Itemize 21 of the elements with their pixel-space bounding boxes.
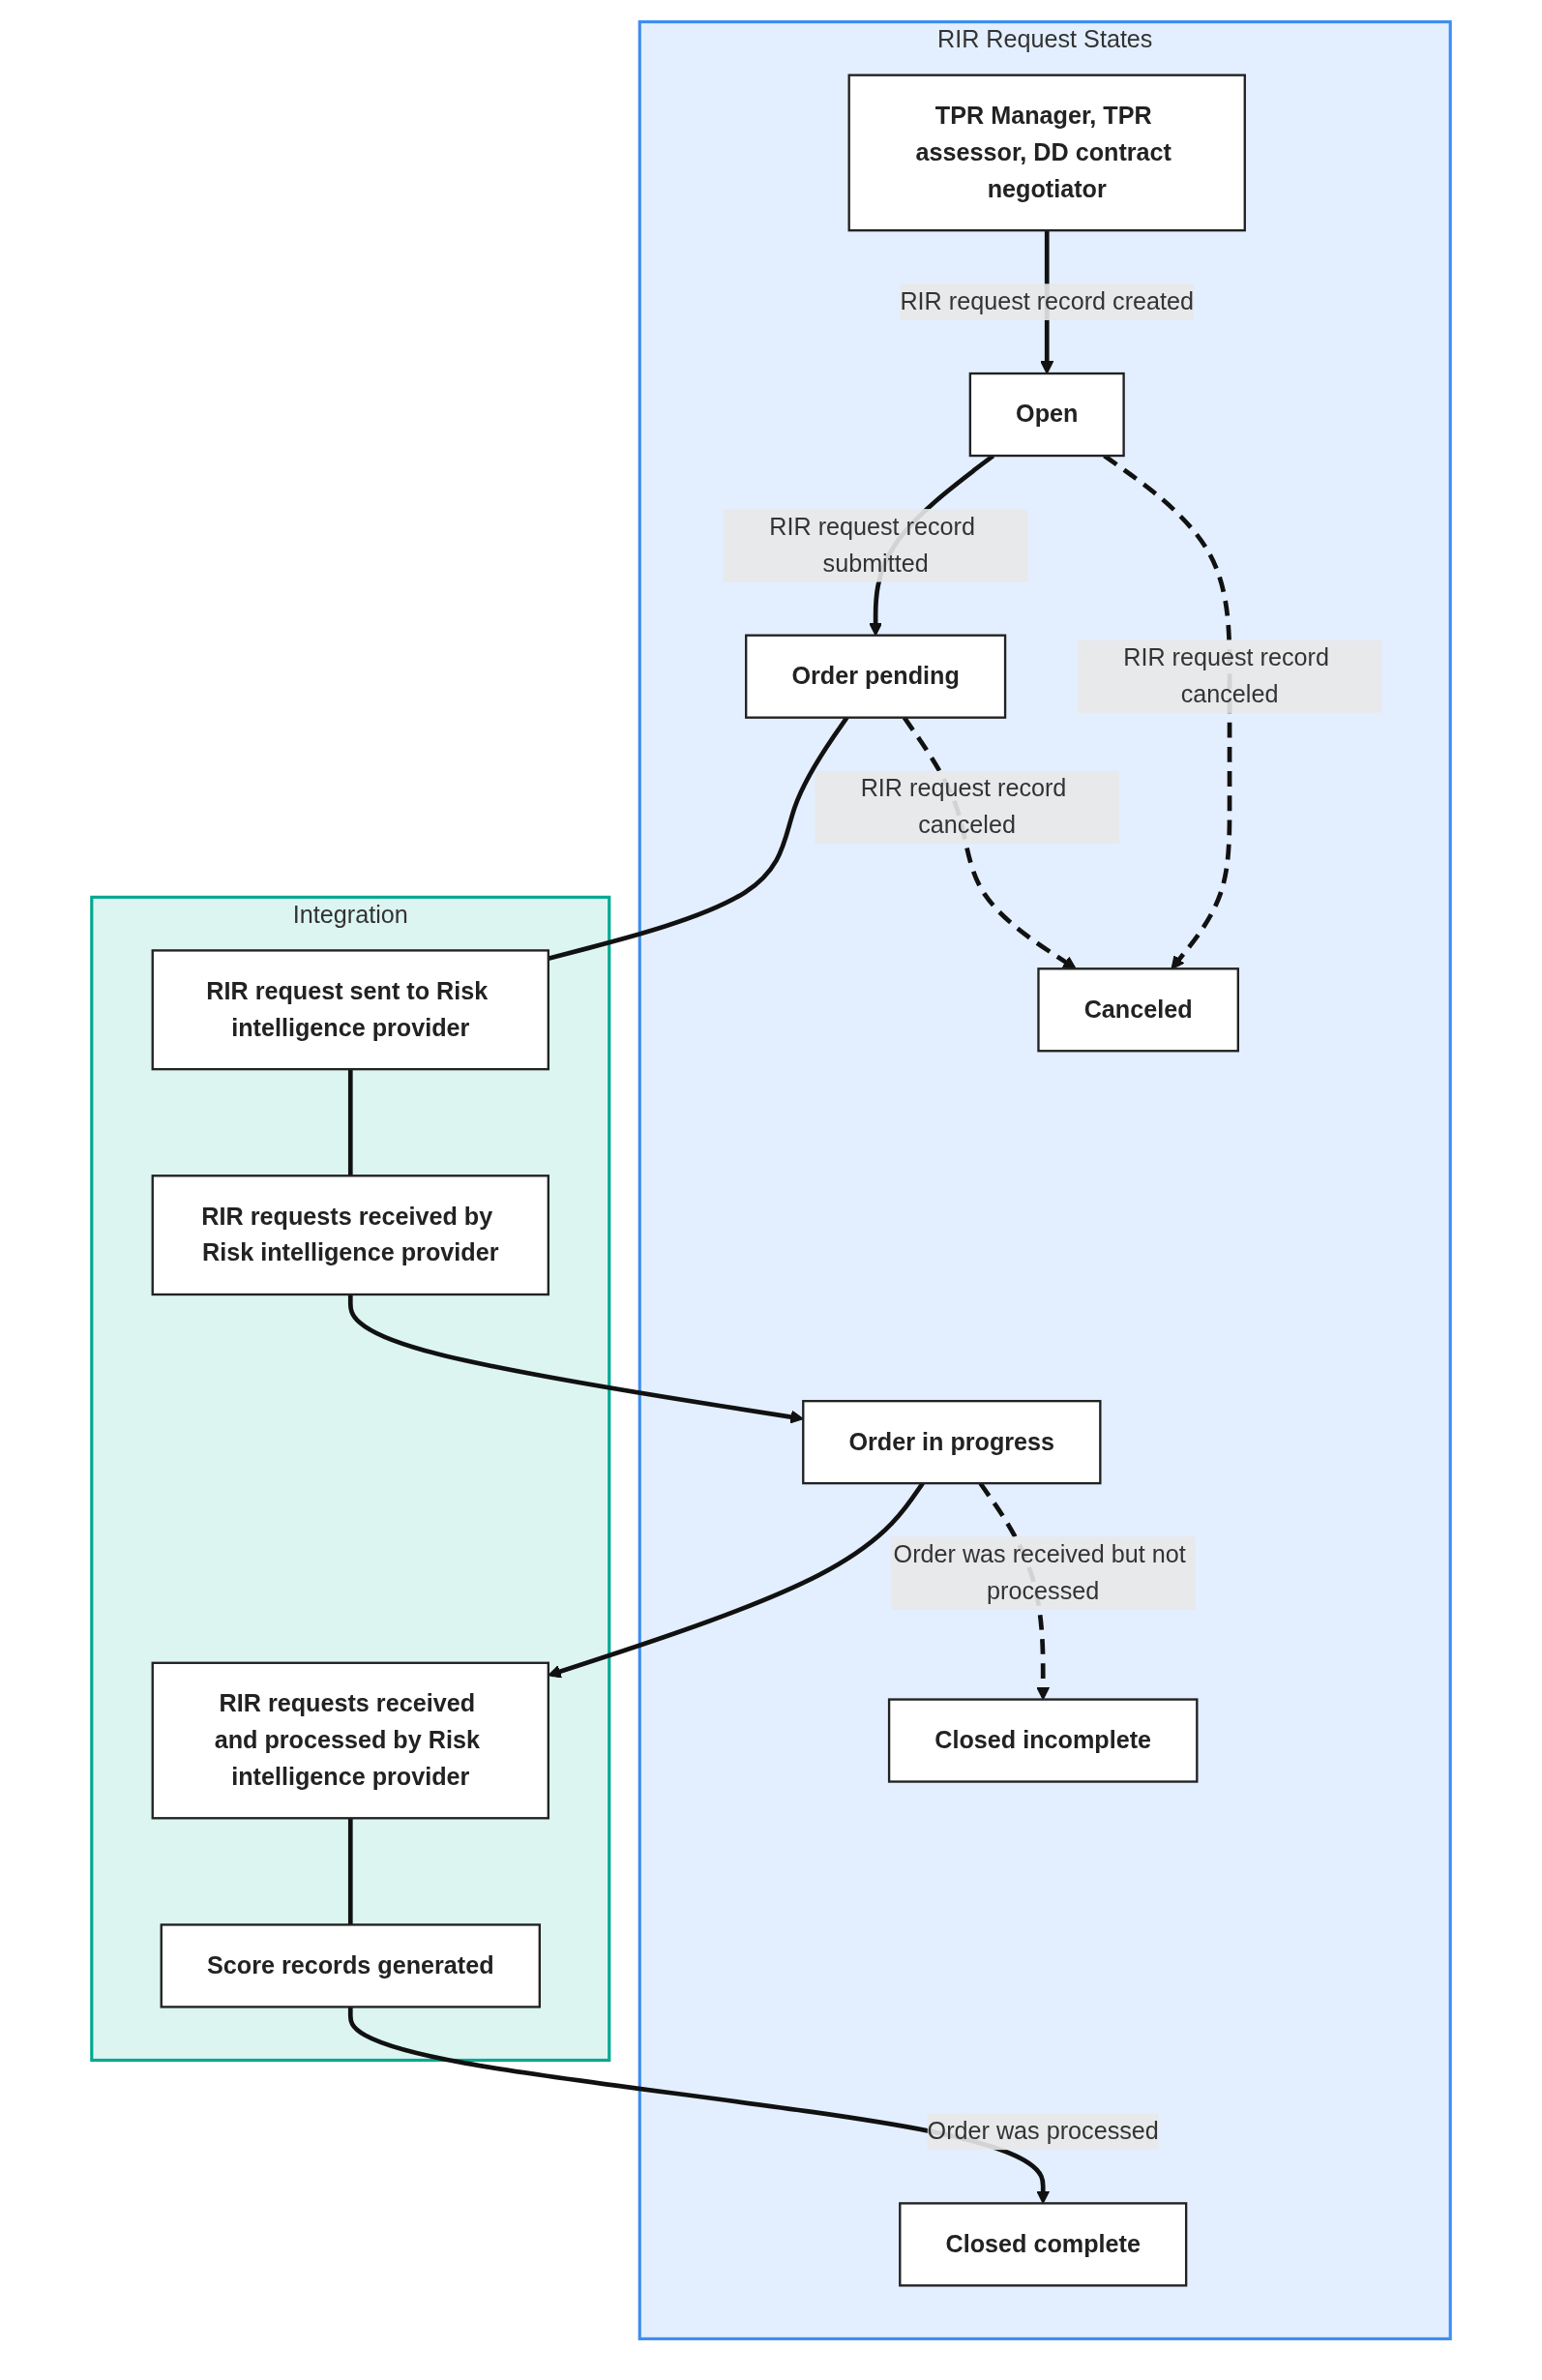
node-box: Order in progress: [802, 1399, 1102, 1485]
edge-label: RIR request record canceled: [860, 775, 1067, 838]
node-box: Closed complete: [899, 2202, 1188, 2287]
edge-label: Order was processed: [927, 2118, 1159, 2145]
edge-label: RIR request record created: [900, 287, 1195, 314]
edge-label: Order was received but not processed: [893, 1540, 1186, 1604]
connector: [347, 1818, 353, 1925]
node-box: RIR request sent to Risk intelligence provider: [151, 949, 549, 1071]
node-box: RIR requests received and processed by Risk intelligence provider: [151, 1661, 549, 1820]
arrow: [347, 2007, 1051, 2204]
edge-label: RIR request record canceled: [1123, 644, 1329, 707]
node-box: Score records generated: [160, 1923, 541, 2008]
node-box: Order pending: [745, 634, 1007, 719]
edge-label: RIR request record submitted: [769, 513, 975, 577]
node-box: Open: [968, 372, 1125, 458]
connector: [347, 1069, 353, 1176]
node-box: Canceled: [1037, 967, 1239, 1053]
node-box: TPR Manager, TPR assessor, DD contract negotiator: [847, 74, 1246, 232]
node-box: RIR requests received by Risk intelligence provider: [151, 1175, 549, 1296]
node-box: Closed incomplete: [887, 1698, 1199, 1783]
arrow: [347, 1294, 804, 1424]
